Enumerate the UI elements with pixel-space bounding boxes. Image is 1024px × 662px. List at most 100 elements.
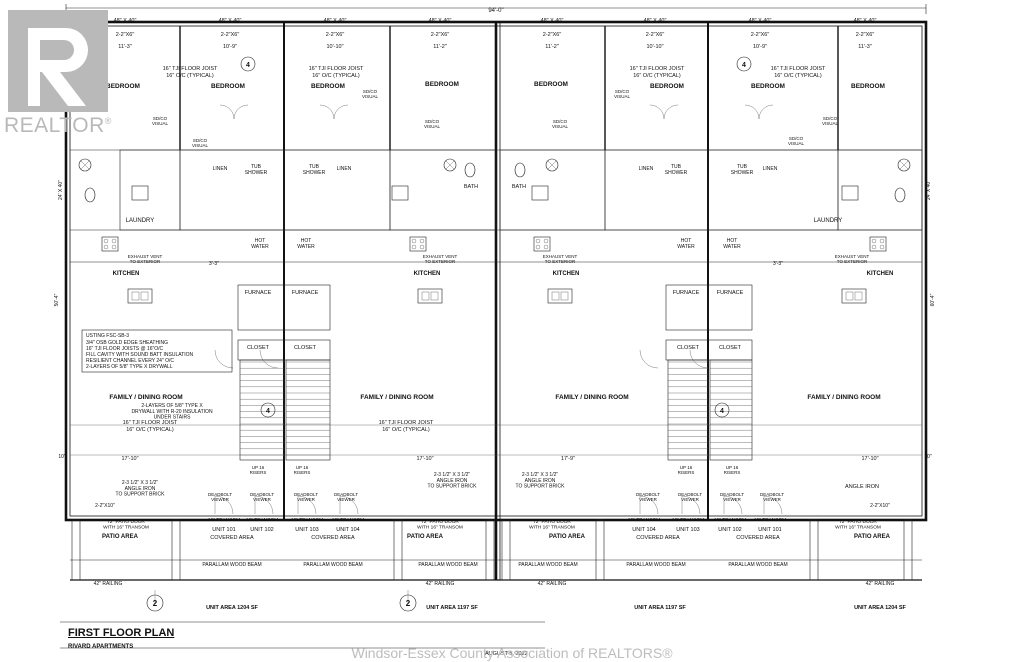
joist-oc-note: 16" O/C (TYPICAL) <box>774 73 822 79</box>
realtor-logo <box>6 8 116 138</box>
side-dim: 24' X 40" <box>58 180 64 200</box>
window-label: 48" X 40" <box>644 18 667 24</box>
sink-basin <box>421 291 430 301</box>
header-size: 2-2"X6" <box>751 32 770 38</box>
grid-marker: 4 <box>720 408 724 415</box>
unit-labels: UNIT 101 UNIT 102 UNIT 103 UNIT 104 UNIT… <box>212 527 781 533</box>
association-watermark: Windsor-Essex County Association of REAL… <box>351 645 673 661</box>
realtor-wordmark-text: REALTOR <box>4 114 105 137</box>
unit-label: UNIT 104 <box>336 527 359 533</box>
project-name: RIVARD APARTMENTS <box>68 644 134 650</box>
unit-area: UNIT AREA 1204 SF <box>206 605 258 611</box>
grid-marker-circle <box>146 594 164 612</box>
furnace-label: FURNACE <box>717 290 744 296</box>
burner <box>879 244 885 250</box>
joist-note: 16" TJI FLOOR JOIST <box>630 66 685 72</box>
railing-label: 42" RAILING <box>426 581 455 587</box>
washer <box>391 185 409 201</box>
header-size: 2-2"X6" <box>326 32 345 38</box>
room-dim: 11'-3" <box>858 44 872 50</box>
floor-drain <box>443 158 457 172</box>
room-label-bedroom: BEDROOM <box>211 83 245 90</box>
room-label-kitchen: KITCHEN <box>867 271 894 277</box>
toilet <box>464 162 476 178</box>
room-label-bedroom: BEDROOM <box>425 81 459 88</box>
window-label: 48" X 40" <box>219 18 242 24</box>
bedroom-closet-doors <box>649 104 679 120</box>
burner <box>419 238 425 244</box>
unit-area: UNIT AREA 1204 SF <box>854 605 906 611</box>
kitchen-island <box>127 288 153 304</box>
room-dim: 10'-9" <box>753 44 767 50</box>
room-dim: 10'-10" <box>646 44 663 50</box>
family-room-labels: FAMILY / DINING ROOM FAMILY / DINING ROO… <box>109 394 880 401</box>
outdoor-labels: PATIO AREA PATIO AREA PATIO AREA PATIO A… <box>102 534 891 540</box>
closet-door-swing <box>639 349 659 369</box>
dim-label: 17'-9" <box>561 456 575 462</box>
door-swing <box>339 495 359 515</box>
stair-run <box>667 359 709 461</box>
spec-box: USTING FSC-SB-3 3/4" OSB GOLD EDGE SHEAT… <box>81 329 233 373</box>
closet-door-swing <box>259 349 279 369</box>
covered-area-label: COVERED AREA <box>311 535 355 541</box>
range <box>409 236 427 252</box>
joist-note: 16" TJI FLOOR JOIST <box>379 420 434 426</box>
bath-label: BATH <box>512 184 526 190</box>
room-label-bedroom: BEDROOM <box>751 83 785 90</box>
patio-area-label: PATIO AREA <box>407 534 444 540</box>
floor-drain-x <box>445 160 455 170</box>
patio-area-label: PATIO AREA <box>854 534 891 540</box>
grid-marker-circle <box>240 56 256 72</box>
toilet <box>514 162 526 178</box>
burner <box>879 238 885 244</box>
patio-area-label: PATIO AREA <box>102 534 139 540</box>
grid-marker: 2 <box>406 599 411 608</box>
spec-line: 3/4" OSB GOLD EDGE SHEATHING <box>86 340 168 346</box>
railing-label: 42" RAILING <box>538 581 567 587</box>
burner <box>543 238 549 244</box>
dim-label: 17'-10" <box>121 456 138 462</box>
covered-area-label: COVERED AREA <box>736 535 780 541</box>
door-swings <box>214 104 783 515</box>
kitchen-island <box>841 288 867 304</box>
bedroom-closet-doors <box>744 104 774 120</box>
dim-label: 10" <box>924 454 932 460</box>
burner <box>103 244 109 250</box>
closet-door-swing <box>689 349 709 369</box>
burner <box>535 238 541 244</box>
grid-marker-circle <box>399 594 417 612</box>
window-labels: 48" X 40" 48" X 40" 48" X 40" 48" X 40" … <box>114 18 877 24</box>
beam-label: PARALLAM WOOD BEAM <box>303 562 362 568</box>
burner <box>411 238 417 244</box>
floor-drain-x <box>547 160 557 170</box>
joist-oc-note: 16" O/C (TYPICAL) <box>312 73 360 79</box>
bedroom-closet-doors <box>219 104 249 120</box>
room-label-family-dining: FAMILY / DINING ROOM <box>360 394 433 401</box>
stair-run <box>285 359 331 461</box>
floor-drain-x <box>899 160 909 170</box>
overall-width-dimension: 94'-0" <box>488 8 503 14</box>
spec-line: 2-LAYERS OF 5/8" TYPE X DRYWALL <box>86 364 173 370</box>
joist-note: 16" TJI FLOOR JOIST <box>771 66 826 72</box>
room-label-family-dining: FAMILY / DINING ROOM <box>807 394 880 401</box>
burner <box>535 244 541 250</box>
railing-label: 42" RAILING <box>866 581 895 587</box>
header-size: 2-2"X6" <box>116 32 135 38</box>
burner <box>411 244 417 250</box>
kitchen-island <box>417 288 443 304</box>
window-label: 48" X 40" <box>854 18 877 24</box>
